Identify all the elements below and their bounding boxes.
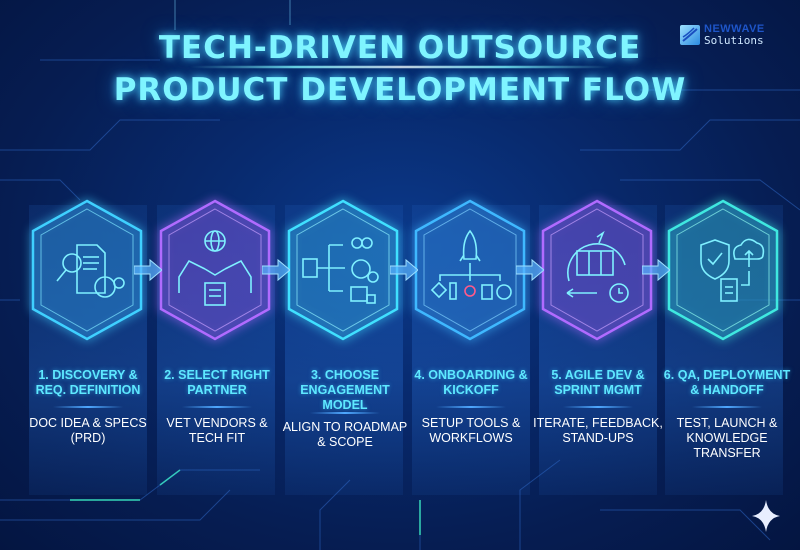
step-2-column (157, 205, 275, 495)
robot-handshake-globe-icon (178, 230, 252, 306)
newwave-logo: NEWWAVE Solutions (680, 24, 765, 46)
step-3-column (285, 205, 403, 495)
flow-arrow-4 (516, 258, 544, 282)
sparkle-star-icon (752, 500, 780, 532)
step-2-description: VET VENDORS & TECH FIT (166, 416, 268, 445)
step-4-title: 4. ONBOARDING & KICKOFF (414, 368, 528, 397)
step-3-divider (310, 412, 380, 414)
step-3-title: 3. CHOOSE ENGAGEMENT MODEL (300, 368, 390, 412)
flow-arrow-2 (262, 258, 290, 282)
logo-brand: NEWWAVE (704, 23, 765, 35)
flow-arrow-3 (390, 258, 418, 282)
logo-subtitle: Solutions (704, 34, 764, 47)
step-4-divider (436, 406, 506, 408)
step-2-title: 2. SELECT RIGHT PARTNER (164, 368, 270, 397)
document-search-brain-icon (56, 244, 125, 298)
step-5-column (539, 205, 657, 495)
flow-arrow-1 (134, 258, 162, 282)
title-glow-line (190, 66, 610, 68)
step-3-hexagon (283, 195, 403, 345)
rocket-tools-icon (430, 229, 512, 300)
step-3-description: ALIGN TO ROADMAP & SCOPE (282, 420, 408, 449)
step-4-description: SETUP TOOLS & WORKFLOWS (421, 416, 521, 445)
step-5-hexagon (537, 195, 657, 345)
flow-arrow-5 (642, 258, 670, 282)
step-6-description: TEST, LAUNCH & KNOWLEDGE TRANSFER (676, 416, 778, 460)
step-1-title: 1. DISCOVERY & REQ. DEFINITION (35, 368, 141, 397)
step-1-hexagon (27, 195, 147, 345)
title-line-2: PRODUCT DEVELOPMENT FLOW (113, 72, 687, 108)
step-2-hexagon (155, 195, 275, 345)
step-2-divider (182, 406, 252, 408)
step-5-description: ITERATE, FEEDBACK, STAND-UPS (533, 416, 663, 445)
step-6-hexagon (663, 195, 783, 345)
step-1-divider (53, 406, 123, 408)
step-4-hexagon (410, 195, 530, 345)
branching-options-icon (302, 237, 379, 304)
step-6-divider (692, 406, 762, 408)
sprint-cycle-icon (566, 230, 629, 303)
step-5-divider (563, 406, 633, 408)
step-5-title: 5. AGILE DEV & SPRINT MGMT (551, 368, 645, 397)
step-1-column (29, 205, 147, 495)
step-6-title: 6. QA, DEPLOYMENT & HANDOFF (663, 368, 791, 397)
step-1-description: DOC IDEA & SPECS (PRD) (29, 416, 147, 445)
step-4-column (412, 205, 530, 495)
title-line-1: TECH-DRIVEN OUTSOURCE (158, 30, 642, 66)
wave-logo-icon (680, 25, 700, 45)
shield-cloud-upload-icon (700, 238, 765, 302)
